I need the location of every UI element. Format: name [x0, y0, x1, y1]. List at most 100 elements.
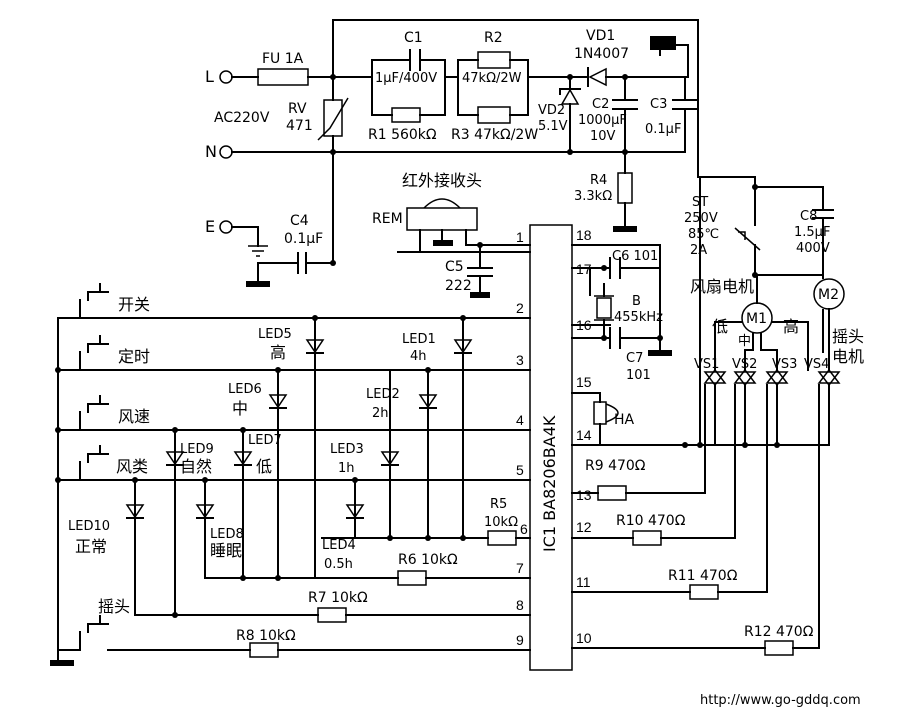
label-low: 低	[712, 317, 728, 336]
pin-13: 13	[576, 487, 592, 503]
led1-label: LED1	[402, 332, 436, 347]
label-mid: 中	[738, 334, 751, 349]
key-label-swing: 摇头	[98, 597, 130, 616]
label-vd1-val: 1N4007	[574, 46, 629, 62]
label-vd1: VD1	[586, 28, 615, 44]
led-symbols	[125, 339, 473, 519]
triac-vs3	[765, 368, 789, 446]
resistor-r1	[391, 107, 421, 123]
label-c2-val2: 10V	[590, 129, 616, 144]
resistor-r12	[764, 640, 794, 656]
label-swing-motor-1: 摇头	[832, 327, 864, 346]
label-c8-val2: 400V	[796, 241, 830, 256]
terminal-n	[219, 145, 233, 159]
resistor-r2	[477, 51, 511, 69]
label-r1: R1 560kΩ	[368, 127, 437, 143]
pin-3: 3	[516, 352, 524, 368]
watermark: http://www.go-gddq.com	[700, 693, 861, 708]
label-r6: R6 10kΩ	[398, 552, 458, 568]
led2-text: 2h	[372, 406, 389, 421]
led4-label: LED4	[322, 538, 356, 553]
label-n: N	[205, 142, 217, 161]
label-fu: FU 1A	[262, 51, 304, 67]
label-r7: R7 10kΩ	[308, 590, 368, 606]
pin-12: 12	[576, 519, 592, 535]
pin-15: 15	[576, 374, 592, 390]
label-vd2: VD2	[538, 103, 565, 118]
triac-vs4	[817, 368, 841, 446]
triac-vs1	[703, 368, 727, 446]
led3-text: 1h	[338, 461, 355, 476]
label-r11: R11 470Ω	[668, 568, 738, 584]
led8-text: 睡眠	[210, 541, 242, 560]
led3-label: LED3	[330, 442, 364, 457]
label-r8: R8 10kΩ	[236, 628, 296, 644]
key-power	[57, 283, 109, 319]
label-swing-motor-2: 电机	[832, 347, 864, 366]
label-c5: C5	[445, 259, 464, 275]
label-r2-val: 47kΩ/2W	[462, 71, 522, 86]
label-vs1: VS1	[694, 357, 719, 372]
ic-ba8206ba4k	[529, 224, 573, 671]
resistor-r10	[632, 530, 662, 546]
resistor-r3	[477, 106, 511, 124]
label-b-val: 455kHz	[614, 310, 663, 325]
label-st-t: 85℃	[688, 227, 719, 242]
label-c5-val: 222	[445, 278, 472, 294]
label-c3-val: 0.1μF	[645, 122, 681, 137]
label-rv: RV	[288, 101, 307, 117]
pin-5: 5	[516, 462, 524, 478]
pin-16: 16	[576, 317, 592, 333]
zener-vd2	[560, 88, 580, 105]
led5-label: LED5	[258, 327, 292, 342]
terminal-e	[219, 220, 233, 234]
label-c8-val1: 1.5μF	[794, 225, 830, 240]
label-b: B	[632, 294, 641, 309]
key-label-mode: 风类	[116, 457, 148, 476]
resistor-r4	[617, 172, 633, 204]
label-ac220v: AC220V	[214, 110, 270, 126]
led7-label: LED7	[248, 433, 282, 448]
pin-18: 18	[576, 227, 592, 243]
label-m1: M1	[746, 311, 767, 327]
pin-6: 6	[520, 521, 528, 537]
label-c7-val: 101	[626, 368, 651, 383]
label-vs2: VS2	[732, 357, 757, 372]
led9-label: LED9	[180, 442, 214, 457]
label-r12: R12 470Ω	[744, 624, 814, 640]
label-l: L	[205, 67, 214, 86]
pin-17: 17	[576, 261, 592, 277]
led10-label: LED10	[68, 519, 110, 534]
label-r4: R4	[590, 173, 607, 188]
label-ic1: IC1 BA8206BA4K	[540, 415, 559, 552]
label-vd2-val: 5.1V	[538, 119, 568, 134]
label-e: E	[205, 217, 215, 236]
pin-2: 2	[516, 300, 524, 316]
resonator-b	[596, 297, 612, 319]
label-c8: C8	[800, 209, 817, 224]
label-c1-val: 1μF/400V	[375, 71, 437, 86]
terminal-l	[219, 70, 233, 84]
diode-vd1	[588, 67, 607, 87]
led4-text: 0.5h	[324, 557, 353, 572]
label-rv-val: 471	[286, 118, 313, 134]
led5-text: 高	[270, 343, 286, 362]
label-m2: M2	[818, 287, 839, 303]
key-label-power: 开关	[118, 295, 150, 314]
pin-14: 14	[576, 427, 592, 443]
label-c6: C6 101	[612, 249, 658, 264]
label-rem-title: 红外接收头	[402, 171, 482, 190]
label-st: ST	[692, 195, 708, 210]
label-r10: R10 470Ω	[616, 513, 686, 529]
label-r4-val: 3.3kΩ	[574, 189, 612, 204]
resistor-r8	[249, 642, 279, 658]
pin-10: 10	[576, 630, 592, 646]
key-mode	[57, 445, 109, 481]
label-vs4: VS4	[804, 357, 829, 372]
triac-vs2	[733, 368, 757, 446]
led8-label: LED8	[210, 527, 244, 542]
label-r5: R5	[490, 497, 507, 512]
resistor-r9	[597, 485, 627, 501]
label-c4-val: 0.1μF	[284, 231, 323, 247]
